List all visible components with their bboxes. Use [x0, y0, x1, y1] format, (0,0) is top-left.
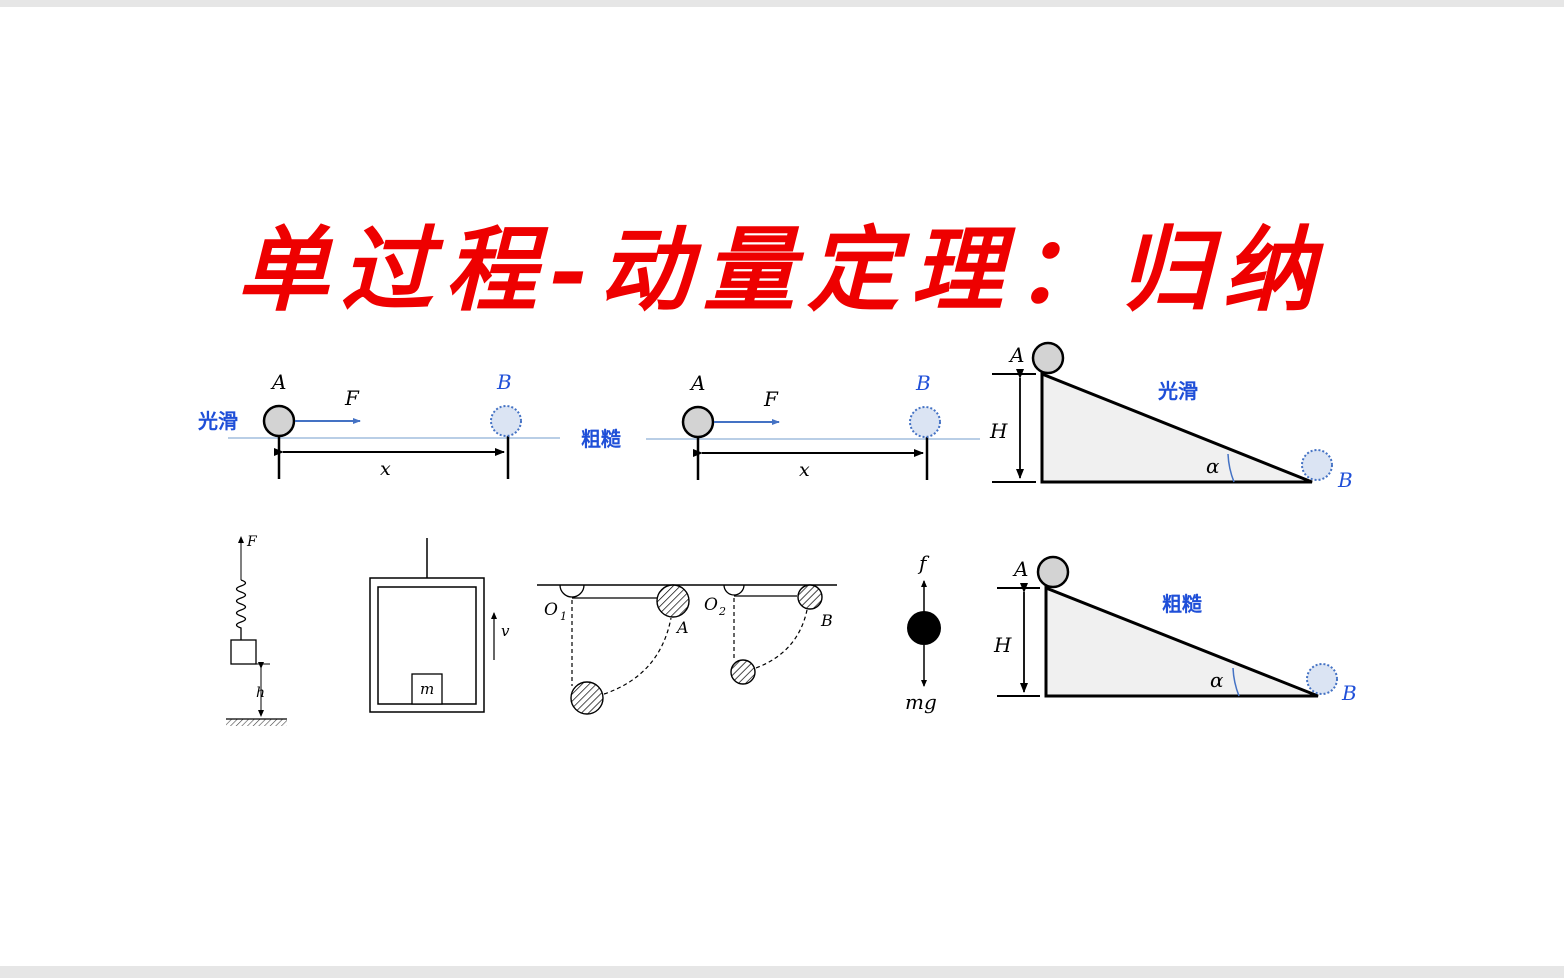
- rough-horizontal-diagram: 粗糙 x A F B: [581, 371, 980, 481]
- ghost-ball-b: [1301, 449, 1333, 481]
- ball-a-label: A: [270, 370, 286, 394]
- height-label: H: [993, 633, 1012, 657]
- surface-label-rough: 粗糙: [1162, 592, 1202, 616]
- ball-b-label: B: [1341, 681, 1357, 705]
- ball-a: [656, 584, 690, 618]
- ball-b-label: B: [496, 370, 512, 394]
- drag-label: f: [917, 551, 930, 575]
- falling-body-diagram: f mg: [905, 551, 941, 714]
- page-title: 单过程-动量定理：归纳: [236, 216, 1328, 324]
- body: [907, 611, 941, 645]
- pivot1-subscript: 1: [560, 610, 567, 623]
- pivot1-label: O: [544, 600, 558, 620]
- smooth-horizontal-diagram: 光滑 x A F B: [197, 370, 560, 480]
- pivot2-subscript: 2: [718, 605, 726, 618]
- ghost-ball-b: [490, 405, 522, 437]
- spring-coil: [235, 579, 247, 640]
- angle-arc: [1227, 453, 1235, 483]
- ball-a: [681, 405, 715, 439]
- height-label: H: [989, 419, 1008, 443]
- spring-block-diagram: F h: [226, 534, 287, 726]
- mass-block: [411, 673, 443, 705]
- velocity-label: v: [501, 622, 510, 640]
- ball-a: [1031, 341, 1065, 375]
- height-label: h: [256, 685, 265, 701]
- ball-a-label: A: [675, 618, 689, 637]
- force-label: F: [344, 386, 360, 410]
- angle-label: α: [1206, 454, 1220, 478]
- ball-b-label: B: [1337, 468, 1353, 492]
- ball-a-lowest: [570, 681, 604, 715]
- ball-b: [797, 584, 823, 610]
- ball-a: [1036, 555, 1070, 589]
- elevator-diagram: m v: [369, 538, 510, 713]
- ball-a-label: A: [689, 371, 705, 395]
- ghost-ball-b: [1306, 663, 1338, 695]
- top-border: [0, 0, 1564, 7]
- distance-label: x: [380, 458, 391, 480]
- distance-label: x: [799, 459, 810, 481]
- mass-label: m: [420, 680, 434, 698]
- bottom-border: [0, 966, 1564, 978]
- incline-wedge: [1044, 585, 1319, 698]
- elevator-outer: [369, 577, 485, 713]
- surface-label-rough: 粗糙: [581, 427, 621, 451]
- block: [230, 639, 257, 665]
- ground: [226, 719, 287, 726]
- ball-b-label: B: [915, 371, 931, 395]
- swing-path-b: [755, 609, 808, 669]
- angle-arc: [1232, 667, 1240, 697]
- surface-label-smooth: 光滑: [197, 409, 238, 433]
- force-label: F: [246, 534, 258, 550]
- pivot2-label: O: [704, 595, 718, 615]
- ball-a: [262, 404, 296, 438]
- weight-label: mg: [905, 690, 937, 714]
- pivot-o2: [723, 584, 745, 596]
- ball-a-label: A: [1012, 557, 1028, 581]
- angle-label: α: [1210, 668, 1224, 692]
- surface-label-smooth: 光滑: [1157, 379, 1198, 403]
- ghost-ball-b: [909, 406, 941, 438]
- force-label: F: [763, 387, 779, 411]
- rough-incline-diagram: A H α 粗糙 B: [993, 555, 1357, 705]
- pendulums-diagram: O 1 A O 2 B: [537, 584, 837, 715]
- ball-b-label: B: [820, 611, 833, 630]
- ball-a-label: A: [1008, 343, 1024, 367]
- swing-path-a: [603, 617, 672, 695]
- ball-b-lowest: [730, 659, 756, 685]
- pivot-o1: [559, 584, 585, 598]
- smooth-incline-diagram: A H α 光滑 B: [989, 341, 1353, 492]
- incline-wedge: [1040, 371, 1313, 484]
